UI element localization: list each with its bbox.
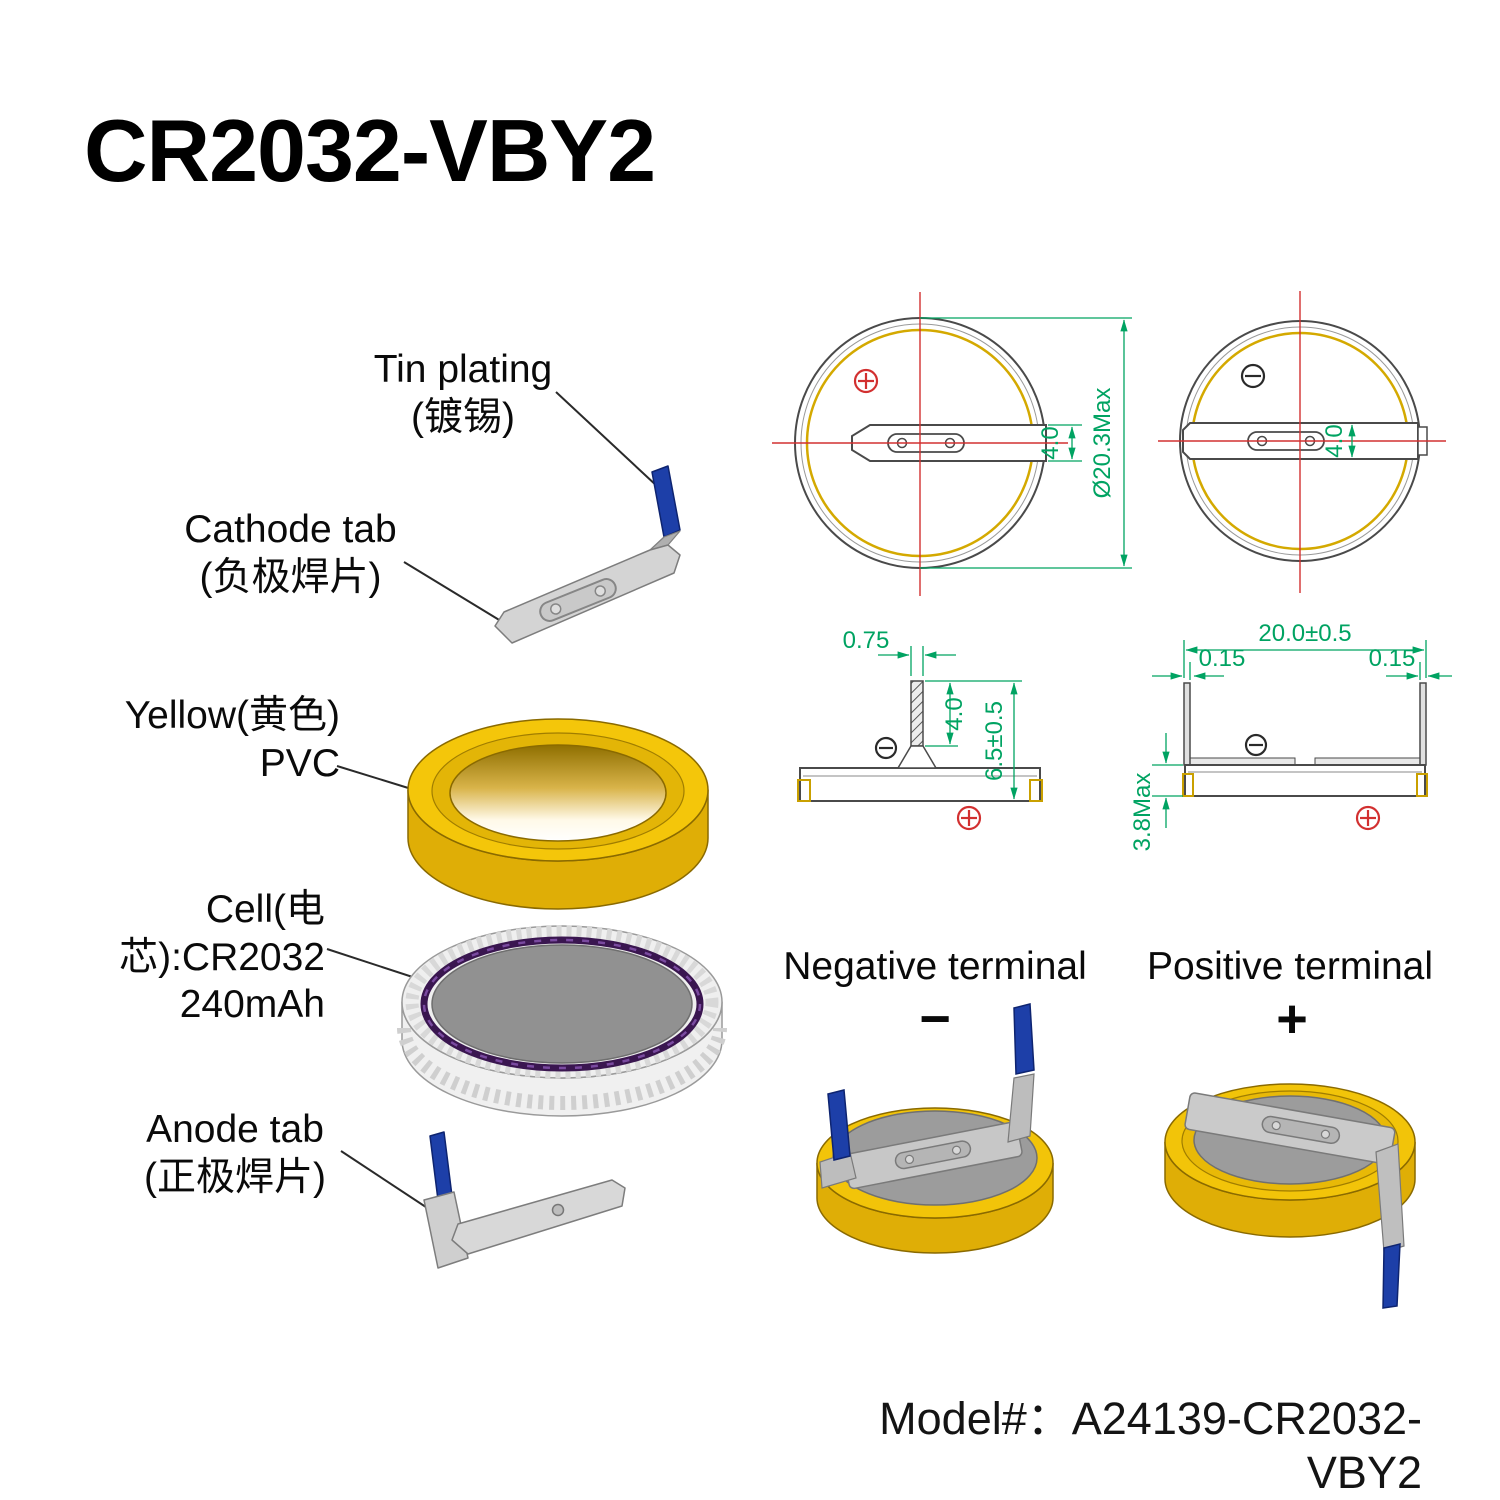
dim-total-height: 6.5±0.5 bbox=[981, 701, 1008, 781]
cathode-tab bbox=[494, 530, 681, 644]
tin-tip-left bbox=[827, 1089, 851, 1161]
label-tin-plating: Tin plating (镀锡) bbox=[368, 346, 558, 441]
label-cell-zh: 240mAh bbox=[179, 983, 325, 1027]
dims-side-front bbox=[878, 646, 1022, 800]
dim-diameter: Ø20.3Max bbox=[1089, 388, 1116, 499]
dim-height: 3.8Max bbox=[1129, 773, 1156, 852]
leader-line-anode bbox=[340, 1150, 442, 1218]
dim-tab-width: 4.0 bbox=[1037, 426, 1064, 459]
dims-top-positive bbox=[920, 317, 1132, 569]
dim-offset-right: 0.15 bbox=[1369, 645, 1416, 672]
dim-width: 20.0±0.5 bbox=[1258, 620, 1351, 647]
positive-polarity-icon bbox=[1355, 805, 1381, 831]
leader-line-pvc bbox=[336, 765, 419, 792]
centerline-crosshair bbox=[772, 292, 1068, 596]
dims-side-bottom bbox=[1152, 640, 1452, 828]
positive-polarity-icon bbox=[853, 368, 879, 394]
positive-symbol: + bbox=[1276, 989, 1308, 1049]
anode-tin-tip bbox=[429, 1131, 453, 1201]
dim-tab-height: 4.0 bbox=[941, 697, 968, 730]
negative-polarity-icon bbox=[874, 736, 898, 760]
label-anode-tab: Anode tab (正极焊片) bbox=[135, 1106, 335, 1201]
tin-tip-down bbox=[1382, 1243, 1401, 1309]
label-tin-plating-zh: (镀锡) bbox=[411, 395, 515, 439]
cell-top-face bbox=[431, 944, 693, 1064]
tin-tip-right bbox=[1013, 1003, 1035, 1075]
label-pvc-zh: PVC bbox=[259, 741, 340, 785]
drawing-top-view-positive: 4.0 Ø20.3Max bbox=[772, 292, 1132, 596]
anode-tab bbox=[423, 1131, 626, 1269]
leader-line-tin-plating bbox=[555, 391, 659, 488]
negative-symbol: − bbox=[919, 989, 951, 1049]
render-negative-terminal bbox=[816, 1003, 1054, 1254]
pvc-ring bbox=[407, 718, 709, 910]
label-pvc: Yellow(黄色) PVC bbox=[100, 692, 340, 787]
exploded-view bbox=[326, 391, 727, 1269]
dim-offset-left: 0.15 bbox=[1199, 645, 1246, 672]
centerline-crosshair bbox=[1158, 291, 1446, 593]
label-cathode-en: Cathode tab bbox=[184, 508, 397, 551]
drawing-top-view-negative: 4.0 bbox=[1158, 291, 1446, 593]
positive-polarity-icon bbox=[956, 805, 982, 831]
page-title: CR2032-VBY2 bbox=[84, 101, 656, 200]
solder-tab-side bbox=[896, 680, 938, 769]
label-cathode-tab: Cathode tab (负极焊片) bbox=[168, 506, 413, 601]
render-positive-terminal bbox=[1164, 1083, 1416, 1309]
label-cell: Cell(电芯):CR2032 240mAh bbox=[25, 886, 325, 1029]
label-negative-terminal: Negative terminal bbox=[783, 945, 1087, 988]
drawing-side-view-front: 0.75 4.0 6.5±0.5 bbox=[797, 627, 1043, 831]
model-number: Model#：A24139-CR2032-VBY2 bbox=[879, 1393, 1422, 1498]
cell-disc bbox=[397, 925, 727, 1117]
label-tin-plating-en: Tin plating bbox=[373, 348, 553, 391]
drawing-side-view-bottom: 20.0±0.5 0.15 0.15 3.8Max bbox=[1129, 620, 1452, 851]
label-pvc-en: Yellow(黄色) bbox=[124, 694, 340, 737]
label-cell-en: Cell(电芯):CR2032 bbox=[119, 888, 325, 979]
tin-plating-tab bbox=[651, 465, 681, 538]
dim-tab-thickness: 0.75 bbox=[843, 627, 890, 654]
label-cathode-zh: (负极焊片) bbox=[199, 555, 382, 599]
label-anode-zh: (正极焊片) bbox=[144, 1155, 326, 1199]
leader-line-cathode bbox=[403, 561, 515, 630]
dim-tab-width: 4.0 bbox=[1321, 424, 1348, 457]
solder-tab-plate bbox=[843, 1121, 1023, 1190]
cathode-tab-slot bbox=[539, 578, 617, 622]
negative-polarity-icon bbox=[1244, 733, 1268, 757]
label-anode-en: Anode tab bbox=[146, 1108, 324, 1151]
label-positive-terminal: Positive terminal bbox=[1146, 945, 1434, 988]
negative-polarity-icon bbox=[1240, 363, 1266, 389]
